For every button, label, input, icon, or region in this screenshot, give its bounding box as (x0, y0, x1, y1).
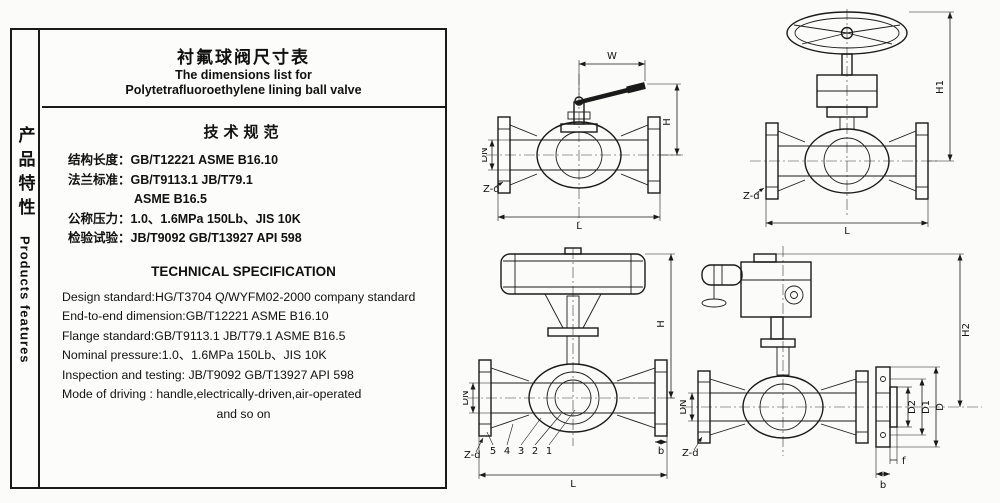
electric-actuator (701, 253, 812, 376)
dimension-dn: DN (678, 392, 710, 422)
part-number-3: 3 (518, 446, 524, 457)
dimension-d2: D2 (897, 386, 918, 428)
spec-panel: 产品特性 Products features 衬氟球阀尺寸表 The dimen… (10, 28, 447, 489)
dimension-l: L (497, 193, 661, 232)
cn-spec-label: 法兰标准： (68, 172, 131, 187)
page-title-en-line2: Polytetrafluoroethylene lining ball valv… (125, 83, 362, 97)
part-number-1: 1 (546, 446, 552, 457)
valve-body (497, 116, 661, 194)
dimension-f: f (889, 427, 906, 467)
dimension-dn: DN (460, 382, 491, 414)
en-spec-list: Design standard:HG/T3704 Q/WYFM02-2000 c… (42, 288, 445, 425)
cn-spec-row: 公称压力：1.0、1.6MPa 150Lb、JIS 10K (68, 210, 445, 230)
dimension-l: L (765, 199, 929, 237)
dim-label-zd: Z-d (743, 191, 760, 202)
dimension-d1: D1 (890, 378, 932, 436)
dim-label-b: b (880, 480, 886, 491)
valve-body (697, 370, 869, 444)
en-spec-line: and so on (216, 406, 271, 421)
dim-label-b: b (658, 446, 664, 457)
cn-spec-list: 结构长度：GB/T12221 ASME B16.10 法兰标准：GB/T9113… (68, 151, 445, 249)
dim-label-l: L (844, 226, 850, 235)
dim-label-w: W (607, 51, 617, 62)
gearbox (816, 53, 878, 130)
cn-spec-value: 1.0、1.6MPa 150Lb、JIS 10K (130, 211, 301, 226)
cn-spec-value: JB/T9092 GB/T13927 API 598 (130, 231, 302, 245)
dimension-l: L (478, 436, 668, 490)
sidebar-products-features: 产品特性 Products features (12, 30, 40, 487)
cn-spec-row: 检验试验：JB/T9092 GB/T13927 API 598 (68, 229, 445, 249)
dimension-dn: DN (479, 139, 510, 171)
en-spec-line: Design standard:HG/T3704 Q/WYFM02-2000 c… (62, 289, 416, 304)
cn-spec-label: 公称压力： (68, 211, 131, 226)
dimension-zd: Z-d (483, 181, 504, 195)
part-number-4: 4 (504, 446, 510, 457)
dimension-zd: Z-d (743, 187, 765, 202)
lever-handle (560, 82, 646, 133)
dim-label-h: H (656, 320, 667, 328)
dim-label-l: L (570, 479, 576, 490)
en-spec-line: Inspection and testing: JB/T9092 GB/T139… (62, 367, 354, 382)
drawing-pneumatic-valve: H DN L Z-d 5 4 3 2 1 b (460, 246, 678, 499)
cn-spec-value: GB/T9113.1 JB/T79.1 (130, 172, 253, 187)
drawing-gear-valve: H1 L Z-d (742, 3, 967, 240)
dim-label-h2: H2 (961, 323, 972, 337)
dimension-w: W (578, 51, 646, 95)
en-spec-line: Nominal pressure:1.0、1.6MPa 150Lb、JIS 10… (62, 348, 327, 362)
panel-content: 衬氟球阀尺寸表 The dimensions list for Polytetr… (42, 30, 445, 487)
sidebar-title-cn: 产品特性 (15, 126, 35, 222)
drawing-lever-valve: W H DN L Z-d (479, 40, 687, 235)
dim-label-d2: D2 (907, 400, 918, 414)
en-spec-line: Flange standard:GB/T9113.1 JB/T79.1 ASME… (62, 328, 346, 343)
part-number-2: 2 (532, 446, 538, 457)
dimension-d: D (890, 366, 946, 448)
dim-label-zd: Z-d (682, 448, 699, 459)
cn-spec-label: 结构长度： (68, 153, 131, 167)
cn-spec-heading: 技术规范 (203, 124, 284, 141)
drawing-electric-valve: DN Z-d D2 D1 D H2 f (678, 232, 985, 503)
dimension-h2: H2 (776, 253, 972, 407)
handwheel (786, 11, 908, 55)
dimension-h1: H1 (909, 11, 954, 162)
dimension-zd: Z-d (464, 437, 484, 461)
dim-label-h: H (662, 118, 673, 126)
dim-label-f: f (902, 456, 906, 467)
page-title-en-line1: The dimensions list for (175, 68, 312, 82)
en-spec-line: Mode of driving : handle,electrically-dr… (62, 387, 362, 401)
part-number-5: 5 (490, 446, 496, 457)
en-spec-line: End-to-end dimension:GB/T12221 ASME B16.… (62, 309, 329, 323)
dimension-h: H (645, 253, 675, 399)
dimension-zd: Z-d (682, 436, 703, 459)
cn-spec-value: GB/T12221 ASME B16.10 (130, 153, 279, 167)
dimension-h: H (647, 83, 681, 156)
pneumatic-actuator (500, 247, 646, 365)
dim-label-dn: DN (680, 399, 689, 414)
page-title-cn: 衬氟球阀尺寸表 (177, 48, 310, 67)
dim-label-zd: Z-d (464, 450, 481, 461)
dim-label-d: D (935, 403, 946, 411)
dim-label-dn: DN (463, 390, 471, 405)
cn-spec-value-cont: ASME B16.5 (134, 192, 207, 206)
flange-detail-view (875, 366, 898, 448)
cn-spec-row: 法兰标准：GB/T9113.1 JB/T79.1 ASME B16.5 (68, 171, 445, 210)
en-spec-heading: TECHNICAL SPECIFICATION (151, 263, 336, 279)
panel-header: 衬氟球阀尺寸表 The dimensions list for Polytetr… (42, 30, 445, 108)
dimension-b: b (655, 439, 667, 457)
dimension-b: b (875, 447, 890, 491)
part-callouts: 5 4 3 2 1 (486, 409, 576, 457)
dim-label-d1: D1 (921, 400, 932, 414)
dim-label-zd: Z-d (483, 184, 500, 195)
dim-label-dn: DN (482, 147, 490, 162)
cn-spec-row: 结构长度：GB/T12221 ASME B16.10 (68, 151, 445, 171)
sidebar-title-en: Products features (17, 236, 33, 364)
dim-label-l: L (576, 221, 582, 230)
cn-spec-label: 检验试验： (68, 231, 131, 245)
dim-label-h1: H1 (935, 80, 946, 94)
